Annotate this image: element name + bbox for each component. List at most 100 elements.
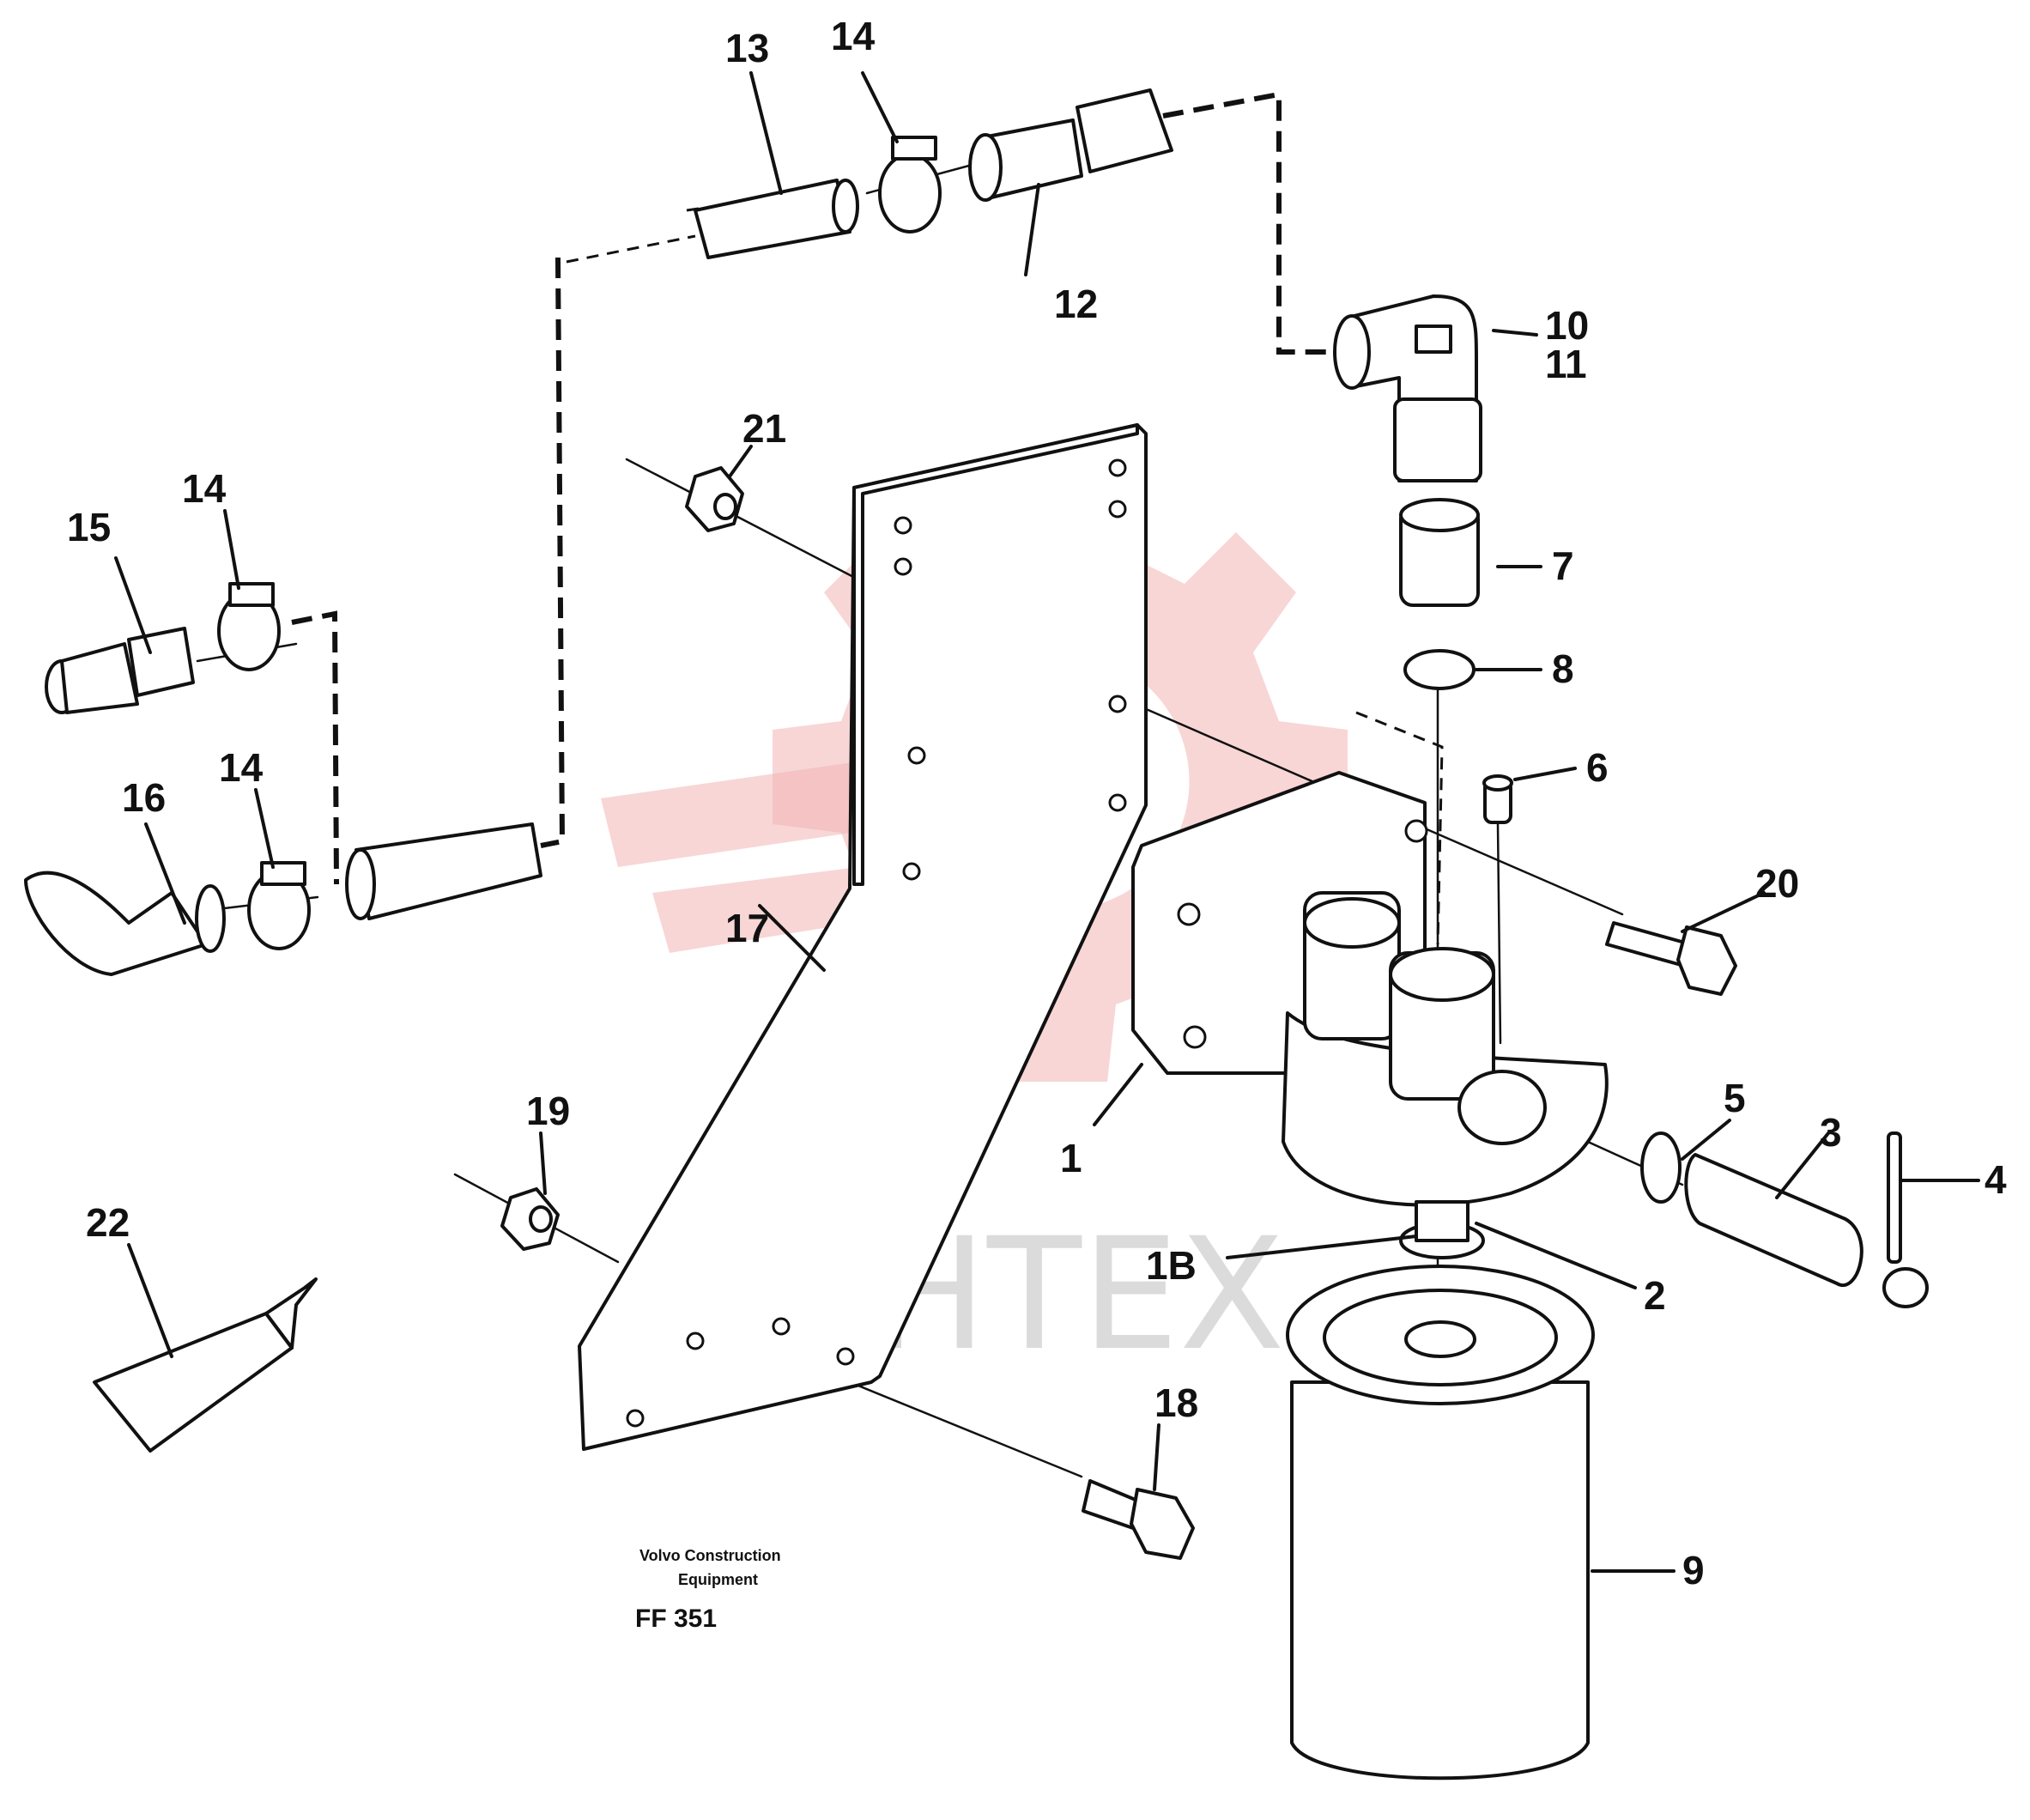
straight-fitting xyxy=(45,627,195,714)
plate-edge xyxy=(852,423,1139,886)
callout-11: 11 xyxy=(1545,342,1587,386)
leader-3 xyxy=(1775,1131,1830,1199)
leader-14c xyxy=(254,788,275,869)
elbow-fitting xyxy=(1333,294,1482,482)
bolt-head xyxy=(1676,925,1737,996)
nut-bore xyxy=(713,493,737,520)
callout-12: 12 xyxy=(1054,282,1098,326)
leader-2 xyxy=(1475,1222,1637,1289)
callout-13: 13 xyxy=(725,26,769,70)
hose-lower-end xyxy=(345,848,376,920)
hose-top xyxy=(694,179,859,259)
bolt-18 xyxy=(1082,1479,1195,1560)
elbow-hose-body xyxy=(24,871,208,976)
plate-hole xyxy=(772,1317,791,1336)
leader-16 xyxy=(144,822,186,925)
callout-20: 20 xyxy=(1755,861,1799,906)
hose-end xyxy=(832,179,859,234)
valve-end-cap xyxy=(1882,1267,1929,1308)
plate-hole xyxy=(1108,500,1127,519)
axis-line-20 xyxy=(1423,827,1624,916)
elbow-opening xyxy=(1333,314,1371,390)
mounting-plate xyxy=(578,423,1148,1451)
elbow-hose-fitting xyxy=(24,871,226,976)
nut-19 xyxy=(500,1187,560,1251)
axis-line-bracket xyxy=(1123,698,1324,787)
threaded-nipple xyxy=(1415,1200,1469,1242)
callout-2: 2 xyxy=(1644,1273,1666,1318)
bolt-20 xyxy=(1605,921,1737,996)
tube-body xyxy=(93,1312,294,1453)
valve-cylinder xyxy=(1684,1153,1863,1288)
clamp-screw xyxy=(891,136,937,161)
fitting-nut xyxy=(1076,88,1173,173)
plate-hole xyxy=(1108,695,1127,713)
leader-20 xyxy=(1681,891,1766,933)
dash-line-head xyxy=(1355,711,1444,945)
callout-16: 16 xyxy=(122,775,166,820)
hose-clamp-low xyxy=(247,861,311,950)
callout-10: 10 xyxy=(1545,303,1589,348)
caption-line-1: Volvo Construction xyxy=(639,1547,781,1564)
callout-7: 7 xyxy=(1552,543,1574,588)
hose-lower xyxy=(345,822,542,920)
leader-6 xyxy=(1513,767,1577,781)
callout-22: 22 xyxy=(86,1200,130,1245)
adapter-fitting xyxy=(1399,498,1480,690)
callout-1: 1 xyxy=(1060,1136,1082,1180)
leader-1 xyxy=(1093,1063,1143,1126)
callout-14-mid: 14 xyxy=(182,466,227,511)
clamp-ring xyxy=(878,153,942,234)
callout-19: 19 xyxy=(526,1089,570,1133)
callout-21: 21 xyxy=(742,406,786,451)
dash-line-left-short xyxy=(291,610,339,885)
leader-18 xyxy=(1153,1423,1160,1491)
port-opening xyxy=(1389,947,1495,1002)
plate-hole xyxy=(1108,793,1127,812)
elbow-nut xyxy=(1393,397,1482,482)
plate-hole xyxy=(907,746,926,765)
nut-bore xyxy=(529,1205,553,1233)
callout-18: 18 xyxy=(1154,1380,1198,1425)
plate-face xyxy=(578,423,1148,1451)
elbow-hose-end xyxy=(195,884,226,953)
leader-lines xyxy=(114,71,1980,1573)
bolt-head xyxy=(1130,1488,1195,1560)
plate-hole xyxy=(686,1332,705,1350)
elbow-marker xyxy=(1415,325,1452,354)
axis-line-18 xyxy=(848,1380,1083,1478)
port-side-opening xyxy=(1457,1070,1547,1145)
plate-hole xyxy=(626,1409,645,1428)
plate-hole xyxy=(894,516,912,535)
leader-17 xyxy=(758,904,826,972)
nut-21 xyxy=(685,466,744,532)
callout-5: 5 xyxy=(1724,1076,1746,1120)
drawing-caption: Volvo Construction Equipment FF 351 xyxy=(635,1547,781,1633)
sealant-tube xyxy=(93,1277,318,1453)
fitting-barb xyxy=(127,627,195,697)
pin-4 xyxy=(1887,1131,1902,1264)
leader-1b xyxy=(1226,1235,1418,1259)
screw-head xyxy=(1482,774,1513,792)
caption-line-2: Equipment xyxy=(678,1571,758,1588)
clamp-screw xyxy=(228,582,275,607)
valve-plug xyxy=(1640,1131,1929,1308)
o-ring-5 xyxy=(1640,1131,1682,1204)
plate-hole xyxy=(1108,458,1127,477)
fitting-end xyxy=(968,133,1003,202)
leader-22 xyxy=(127,1243,173,1358)
callout-8: 8 xyxy=(1552,646,1574,691)
drawing-code: FF 351 xyxy=(635,1605,717,1633)
callout-1b: 1B xyxy=(1146,1243,1197,1288)
sealing-washer xyxy=(1403,649,1476,690)
callout-15: 15 xyxy=(67,505,111,549)
plate-hole xyxy=(836,1347,855,1366)
bracket-hole xyxy=(1183,1025,1207,1049)
leader-12 xyxy=(1024,183,1040,276)
hose-clamp-mid xyxy=(217,582,281,671)
callout-4: 4 xyxy=(1985,1157,2007,1202)
callout-14-low: 14 xyxy=(219,745,264,790)
leader-10 xyxy=(1492,329,1538,337)
adapter-top xyxy=(1399,498,1480,532)
bracket-hole xyxy=(1177,902,1201,926)
